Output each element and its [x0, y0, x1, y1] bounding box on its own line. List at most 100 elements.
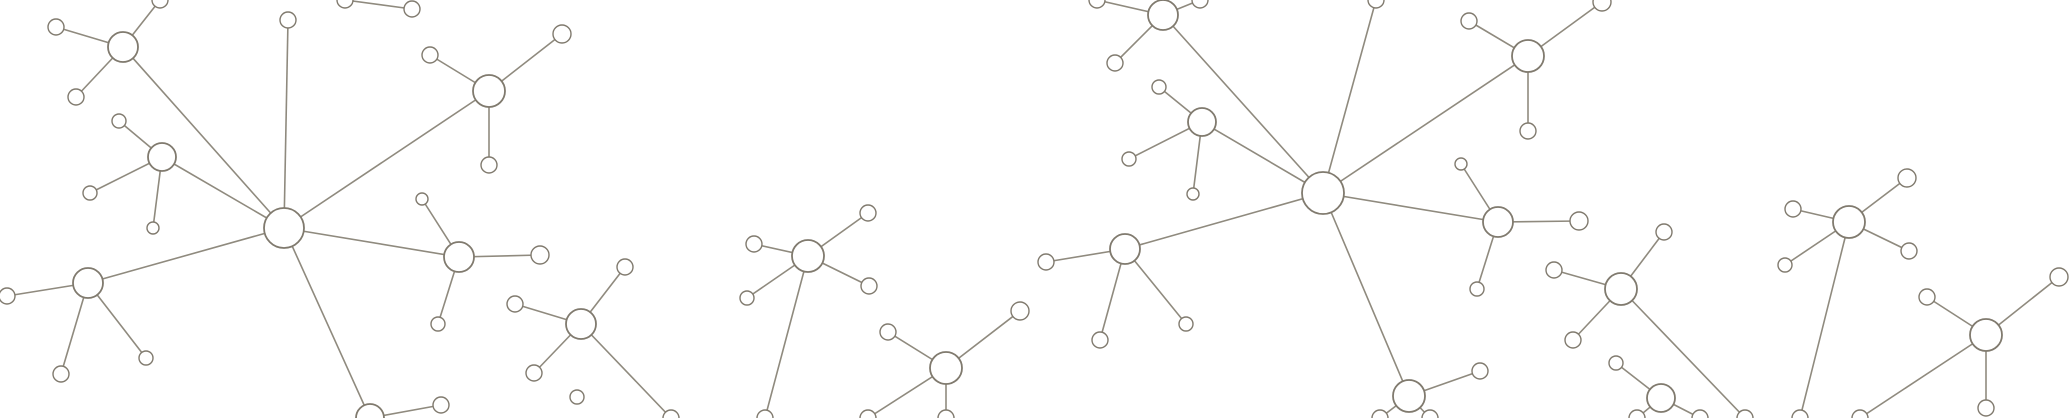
network-leaf-node: [860, 277, 878, 295]
network-hub-node: [1392, 379, 1426, 413]
network-leaf-node: [1421, 409, 1439, 418]
network-leaf-node: [506, 295, 524, 313]
network-leaf-node: [279, 11, 297, 29]
network-edge: [283, 227, 460, 258]
network-leaf-node: [1791, 409, 1809, 418]
network-leaf-node: [1469, 281, 1485, 297]
network-edge: [283, 227, 371, 418]
network-hub-node: [472, 74, 506, 108]
network-edge: [1799, 221, 1850, 418]
network-hub-node: [1482, 206, 1514, 238]
network-leaf-node: [1851, 409, 1869, 418]
network-hub-node: [443, 241, 475, 273]
network-leaf-node: [52, 365, 70, 383]
network-leaf-node: [1691, 409, 1709, 418]
network-leaf-node: [662, 409, 680, 418]
network-leaf-node: [552, 24, 572, 44]
network-hub-node: [1646, 383, 1676, 413]
network-leaf-node: [859, 204, 877, 222]
network-leaf-node: [937, 409, 955, 418]
network-leaf-node: [1191, 0, 1209, 9]
network-edge: [764, 255, 809, 418]
network-leaf-node: [1628, 409, 1646, 418]
network-edges: [6, 0, 2060, 418]
network-hub-node: [929, 351, 963, 385]
network-hub-node: [1604, 272, 1638, 306]
network-leaf-node: [1088, 0, 1106, 9]
network-edge: [1322, 192, 1410, 397]
network-leaf-node: [151, 0, 169, 9]
network-edge: [1620, 288, 1746, 418]
network-leaf-node: [525, 364, 543, 382]
network-leaf-node: [1371, 409, 1389, 418]
network-edge: [1124, 248, 1187, 325]
network-hub-node: [1969, 318, 2003, 352]
network-hub-node: [355, 403, 385, 418]
network-leaf-node: [1655, 223, 1673, 241]
network-leaf-node: [1178, 316, 1194, 332]
network-leaf-node: [859, 409, 877, 418]
network-hub-node: [107, 31, 139, 63]
network-leaf-node: [1519, 122, 1537, 140]
network-leaf-node: [1121, 151, 1137, 167]
network-hub-node: [1301, 171, 1345, 215]
network-leaf-node: [1784, 200, 1802, 218]
network-leaf-node: [1106, 54, 1124, 72]
network-leaf-node: [430, 316, 446, 332]
network-leaf-node: [756, 409, 774, 418]
network-leaf-node: [1460, 12, 1478, 30]
network-hub-node: [263, 207, 305, 249]
network-edge: [1322, 0, 1377, 194]
network-edge: [1201, 121, 1324, 194]
network-edge: [283, 90, 490, 229]
network-edge: [1322, 55, 1529, 194]
network-hub-node: [1832, 205, 1866, 239]
network-leaf-node: [745, 235, 763, 253]
network-leaf-node: [111, 113, 127, 129]
network-leaf-node: [138, 350, 154, 366]
network-edge: [283, 19, 289, 229]
network-hub-node: [565, 308, 597, 340]
network-leaf-node: [480, 156, 498, 174]
network-edge: [122, 46, 285, 229]
network-edge: [1859, 334, 1987, 418]
network-leaf-node: [1010, 301, 1030, 321]
network-leaf-node: [1977, 399, 1995, 417]
network-leaf-node: [1091, 331, 1109, 349]
network-leaf-node: [1151, 79, 1167, 95]
network-leaf-node: [0, 287, 16, 305]
network-hub-node: [1147, 0, 1179, 31]
network-leaf-node: [432, 396, 450, 414]
network-edge: [161, 156, 285, 229]
network-leaf-node: [1454, 157, 1468, 171]
network-leaf-node: [82, 185, 98, 201]
network-leaf-node: [146, 221, 160, 235]
network-leaf-node: [1897, 168, 1917, 188]
network-hub-node: [147, 142, 177, 172]
network-edge: [1162, 14, 1324, 194]
network-leaf-node: [67, 88, 85, 106]
network-leaf-node: [415, 192, 429, 206]
network-leaf-node: [1037, 253, 1055, 271]
network-hub-node: [1511, 39, 1545, 73]
network-leaf-node: [530, 245, 550, 265]
network-leaf-node: [1569, 211, 1589, 231]
network-leaf-node: [1900, 242, 1918, 260]
network-leaf-node: [1367, 0, 1385, 9]
network-leaf-node: [1777, 257, 1793, 273]
network-hub-node: [1109, 233, 1141, 265]
network-leaf-node: [616, 258, 634, 276]
network-leaf-node: [1545, 261, 1563, 279]
network-leaf-node: [403, 0, 421, 18]
network-leaf-node: [1918, 288, 1936, 306]
network-leaf-node: [47, 18, 65, 36]
network-leaf-node: [1736, 409, 1754, 418]
network-leaf-node: [1471, 362, 1489, 380]
network-leaf-node: [336, 0, 354, 9]
network-edge: [87, 227, 285, 284]
network-edge: [1124, 192, 1324, 250]
network-leaf-node: [1592, 0, 1612, 12]
network-edge: [580, 323, 672, 418]
